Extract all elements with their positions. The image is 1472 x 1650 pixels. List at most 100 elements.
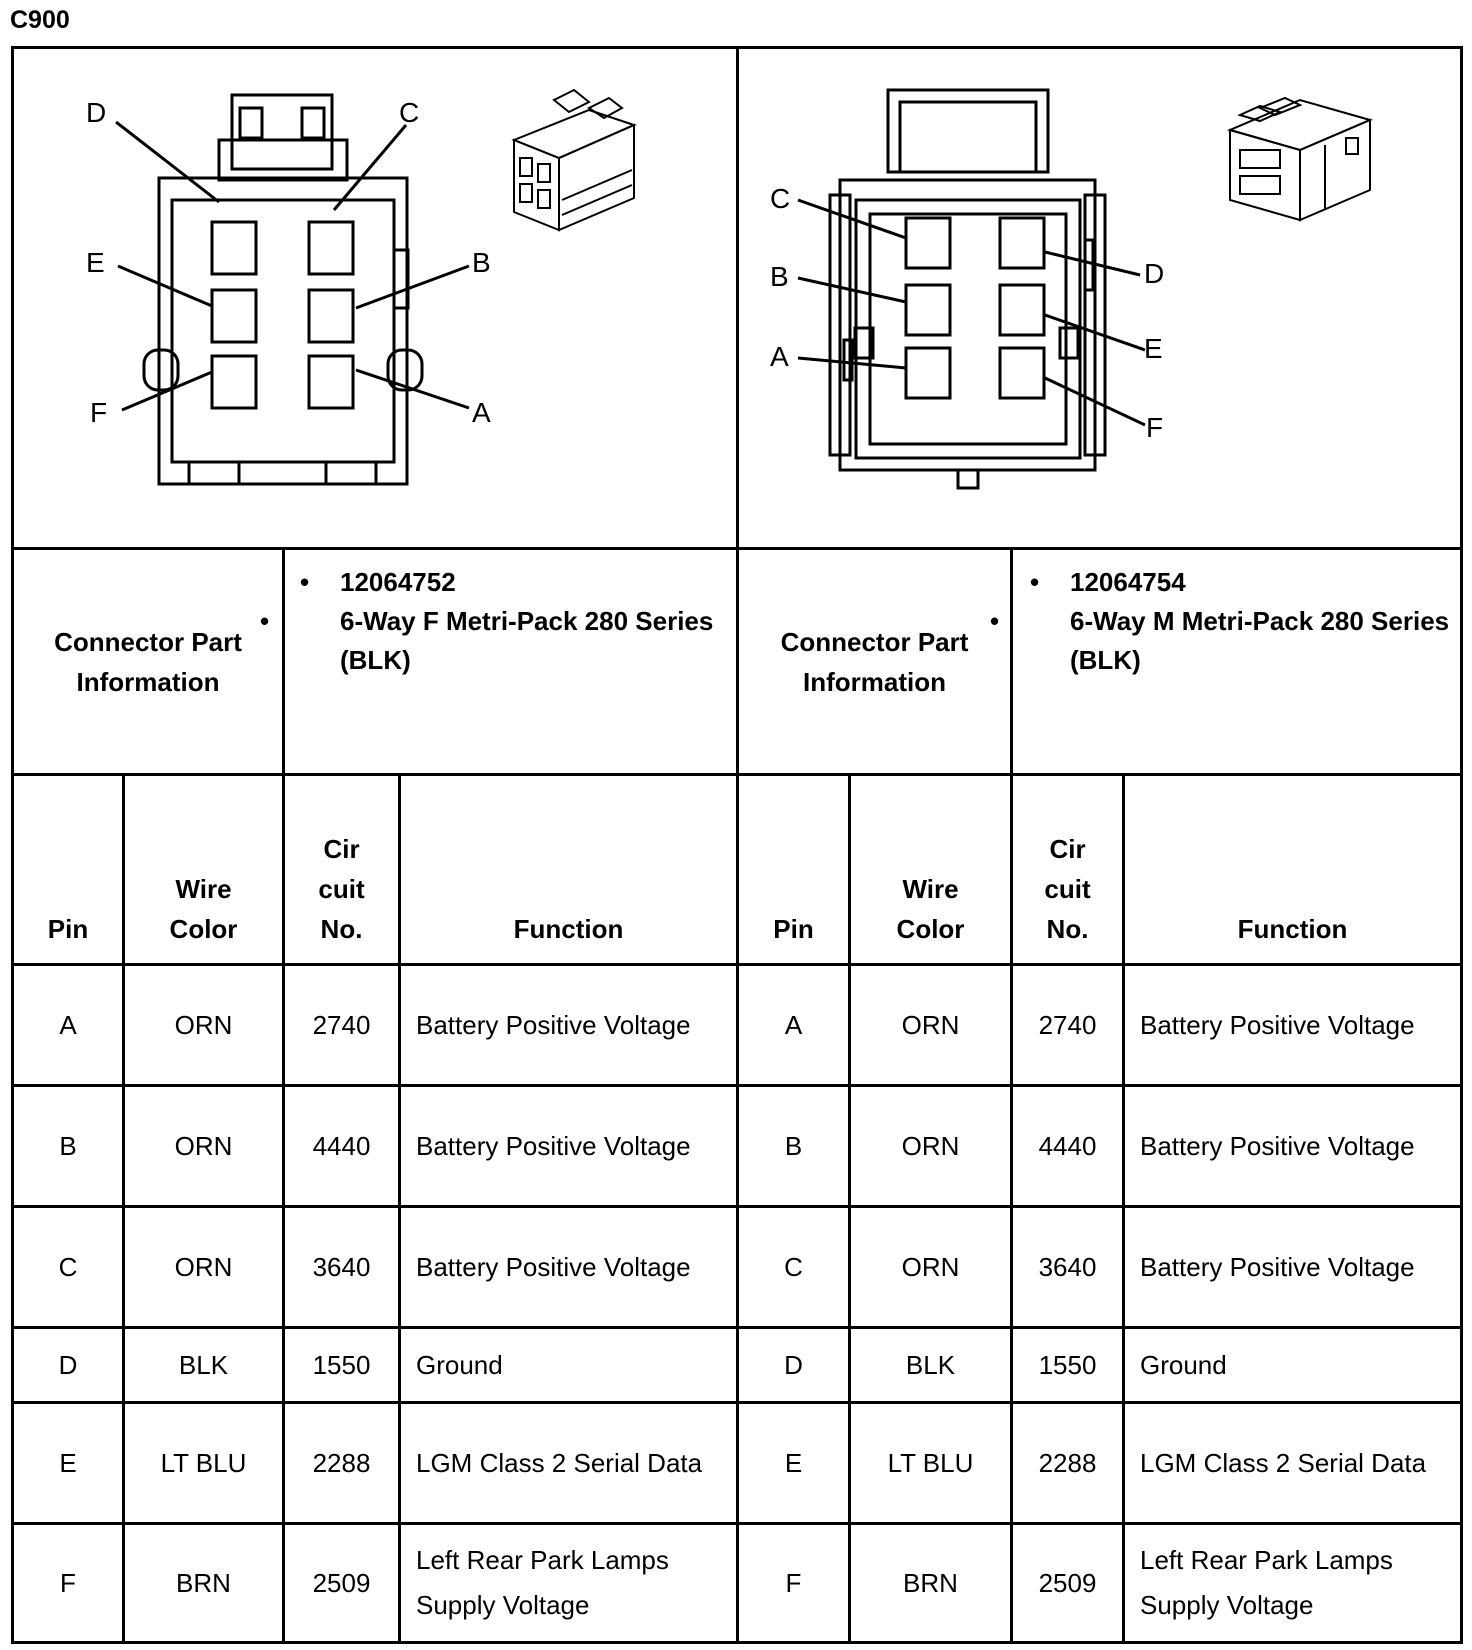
wire-color-cell: BLK — [905, 1349, 956, 1380]
connector-3d-thumbnail — [511, 88, 637, 232]
latch-detail — [300, 106, 326, 140]
pin-label: E — [86, 247, 105, 278]
function-cell: Battery Positive Voltage — [416, 1009, 691, 1040]
wire-color-cell: ORN — [901, 1251, 960, 1282]
leader-line — [1044, 250, 1141, 277]
pin-label: D — [1144, 258, 1164, 289]
wire-color-cell: LT BLU — [887, 1447, 974, 1478]
divider — [1010, 547, 1013, 1644]
cavity-b — [904, 283, 952, 337]
circuit-number-cell: 1550 — [1038, 1349, 1097, 1380]
side-rail — [1083, 193, 1107, 457]
column-header-wire-color: Wire Color — [169, 874, 238, 944]
function-cell: Battery Positive Voltage — [416, 1130, 691, 1161]
pin-cell: B — [784, 1130, 803, 1161]
function-cell: LGM Class 2 Serial Data — [416, 1447, 703, 1478]
bottom-key — [956, 468, 980, 490]
connector-inner — [854, 198, 1082, 460]
wire-color-cell: ORN — [174, 1251, 233, 1282]
side-rib — [392, 248, 410, 310]
leader-line — [1044, 376, 1146, 427]
pin-label: C — [770, 183, 790, 214]
cavity-a — [904, 346, 952, 400]
latch-detail — [238, 106, 264, 140]
cavity-f — [998, 346, 1046, 400]
pin-cell: A — [59, 1009, 77, 1040]
connector-inner — [868, 212, 1068, 446]
cavity-d — [210, 220, 258, 276]
pin-label: A — [770, 341, 789, 372]
pin-cell: C — [58, 1251, 78, 1282]
divider — [848, 773, 851, 1644]
cavity-c — [307, 220, 355, 276]
bullet-icon: • — [300, 567, 310, 597]
connector-part-info-list: •12064752 •6-Way F Metri-Pack 280 Series… — [260, 563, 720, 680]
page-title: C900 — [10, 6, 70, 34]
wire-color-cell: ORN — [174, 1009, 233, 1040]
pin-cell: D — [784, 1349, 803, 1380]
function-cell: Battery Positive Voltage — [1140, 1251, 1415, 1282]
function-cell: Left Rear Park Lamps Supply Voltage — [1140, 1545, 1393, 1620]
cavity-b — [307, 288, 355, 344]
connector-body — [157, 176, 409, 486]
leader-line — [797, 356, 907, 370]
function-cell: Battery Positive Voltage — [1140, 1130, 1415, 1161]
bullet-icon: • — [1030, 567, 1040, 597]
latch-base — [217, 138, 349, 182]
connector-inner — [170, 198, 396, 464]
pin-cell: D — [58, 1349, 78, 1380]
divider — [282, 547, 285, 1644]
cavity-a — [307, 354, 355, 410]
column-header-circuit-no: Cir cuit No. — [318, 834, 365, 944]
circuit-number-cell: 3640 — [1038, 1251, 1097, 1282]
connector-part-info-label: Connector Part Information — [54, 626, 242, 697]
divider — [398, 773, 401, 1644]
wire-color-cell: ORN — [901, 1009, 960, 1040]
function-cell: Left Rear Park Lamps Supply Voltage — [416, 1545, 669, 1620]
leader-line — [355, 368, 470, 410]
leader-line — [355, 264, 470, 310]
leader-line — [115, 120, 220, 204]
pin-cell: B — [59, 1130, 77, 1161]
side-rail — [828, 193, 852, 457]
info-item: •6-Way F Metri-Pack 280 Series (BLK) — [260, 602, 720, 680]
pin-label: F — [1146, 412, 1163, 443]
pin-cell: C — [784, 1251, 803, 1282]
wire-color-cell: BLK — [178, 1349, 229, 1380]
wire-color-cell: BRN — [903, 1567, 958, 1598]
function-cell: LGM Class 2 Serial Data — [1140, 1447, 1427, 1478]
column-header-wire-color: Wire Color — [896, 874, 965, 944]
side-clip — [142, 348, 180, 392]
circuit-number-cell: 2740 — [312, 1009, 371, 1040]
column-header-circuit-no: Cir cuit No. — [1044, 834, 1091, 944]
wire-color-cell: LT BLU — [160, 1447, 247, 1478]
pin-cell: E — [59, 1447, 77, 1478]
circuit-number-cell: 2509 — [1038, 1567, 1097, 1598]
info-item: •6-Way M Metri-Pack 280 Series (BLK) — [990, 602, 1450, 680]
leader-line — [332, 124, 408, 211]
function-cell: Ground — [1140, 1349, 1227, 1380]
connector-part-info-label: Connector Part Information — [780, 626, 969, 697]
side-detail — [1058, 326, 1080, 360]
cavity-e — [998, 283, 1046, 337]
cavity-c — [904, 216, 952, 270]
female-connector-face-diagram: D C E B F A — [86, 88, 637, 486]
pin-label: B — [472, 247, 491, 278]
circuit-number-cell: 1550 — [312, 1349, 371, 1380]
leader-line — [117, 264, 213, 308]
divider — [736, 46, 739, 1644]
side-detail — [1083, 238, 1095, 292]
column-header-pin: Pin — [47, 914, 89, 944]
info-item: •12064752 — [300, 563, 720, 602]
leader-line — [1044, 313, 1146, 352]
pin-cell: A — [784, 1009, 803, 1040]
pin-label: E — [1144, 333, 1163, 364]
pin-cell: F — [785, 1567, 802, 1598]
cavity-e — [210, 288, 258, 344]
connector-body — [838, 178, 1097, 472]
leader-line — [797, 276, 907, 304]
cavity-f — [210, 354, 258, 410]
connector-part-info-list: •12064754 •6-Way M Metri-Pack 280 Series… — [990, 563, 1450, 680]
cavity-d — [998, 216, 1046, 270]
column-header-function: Function — [1237, 914, 1348, 944]
